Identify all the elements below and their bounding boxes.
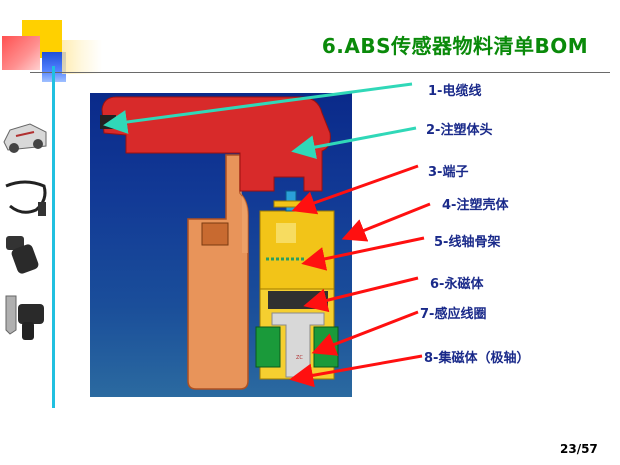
arrow-7: [320, 312, 418, 350]
page-number: 23/57: [560, 442, 598, 456]
bom-label-1: 1-电缆线: [428, 80, 481, 99]
arrow-4: [350, 204, 430, 236]
bom-label-3: 3-端子: [428, 161, 468, 180]
bom-label-7: 7-感应线圈: [420, 303, 486, 322]
arrow-5: [310, 238, 424, 262]
arrow-3: [300, 166, 418, 208]
bom-label-2: 2-注塑体头: [426, 119, 492, 138]
bom-label-4: 4-注塑壳体: [442, 194, 508, 213]
arrow-6: [312, 278, 418, 304]
arrow-1: [112, 84, 412, 124]
arrow-8: [298, 356, 422, 378]
bom-label-5: 5-线轴骨架: [434, 231, 500, 250]
bom-label-8: 8-集磁体（极轴）: [424, 347, 529, 366]
arrow-2: [300, 128, 416, 150]
bom-label-6: 6-永磁体: [430, 273, 483, 292]
